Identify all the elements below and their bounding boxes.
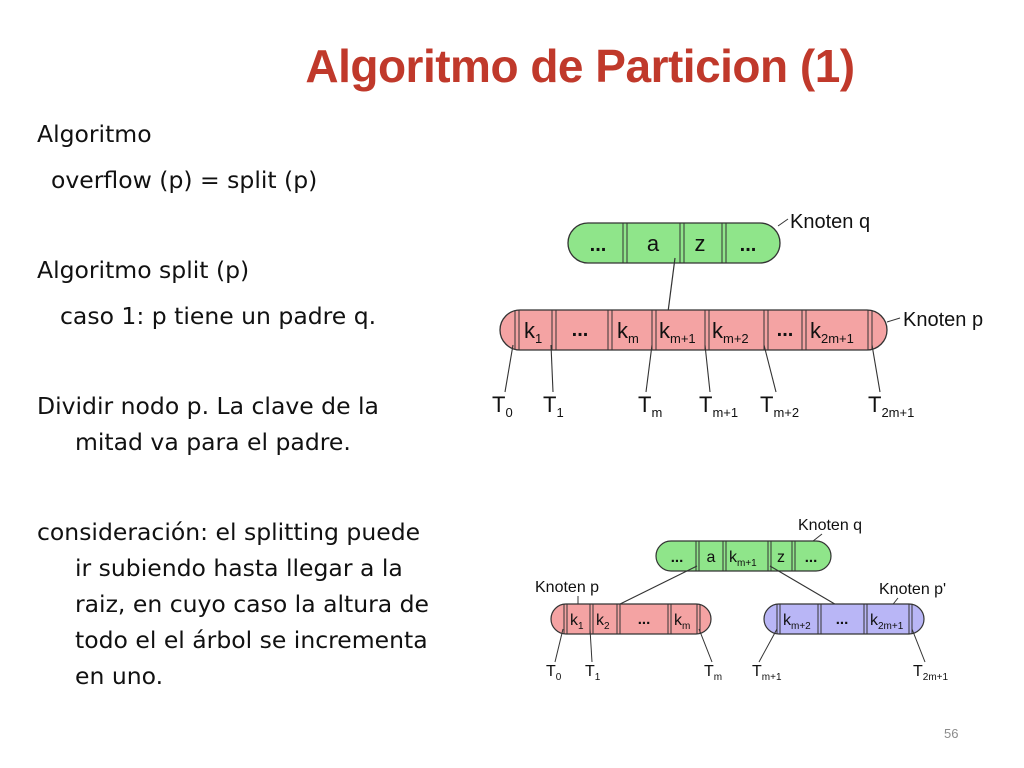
bottom-p-cell-1: k2 xyxy=(596,612,610,632)
bottom-knoten-p2-label: Knoten p' xyxy=(879,581,946,598)
bottom-q-cell-2: km+1 xyxy=(729,549,757,569)
bottom-p2-cell-2: k2m+1 xyxy=(870,612,904,632)
bottom-p2-cell-0: km+2 xyxy=(783,612,811,632)
top-q-cell-0: ... xyxy=(590,234,607,256)
top-node-p xyxy=(499,309,888,351)
slide-title: Algoritmo de Particion (1) xyxy=(305,40,855,92)
top-knoten-p-label: Knoten p xyxy=(903,309,983,331)
bottom-q-cell-4: ... xyxy=(805,549,818,566)
bottom-pointer-tm1: Tm+1 xyxy=(752,663,782,683)
bottom-p-cell-0: k1 xyxy=(570,612,584,632)
top-q-cell-3: ... xyxy=(740,234,757,256)
bottom-q-cell-3: z xyxy=(777,549,785,566)
top-p-cell-0: k1 xyxy=(524,318,542,346)
bottom-diagram: Knoten q ... a km+1 z ... Knoten p xyxy=(535,517,949,683)
top-pointer-t1: T1 xyxy=(543,392,564,420)
top-pointer-t0: T0 xyxy=(492,392,513,420)
top-p-cell-4: km+2 xyxy=(712,318,749,346)
bottom-pointer-tm: Tm xyxy=(704,663,722,683)
top-p-cell-6: k2m+1 xyxy=(810,318,854,346)
body-para1-line1: Dividir nodo p. La clave de la xyxy=(37,392,379,420)
top-p-cell-1: ... xyxy=(572,319,589,341)
bottom-q-cell-0: ... xyxy=(671,549,684,566)
top-p-cell-5: ... xyxy=(777,319,794,341)
bottom-p2-cell-1: ... xyxy=(836,611,849,628)
body-line-algoritmo-split: Algoritmo split (p) xyxy=(37,256,250,284)
top-pointer-t2m1: T2m+1 xyxy=(868,392,914,420)
body-line-caso1: caso 1: p tiene un padre q. xyxy=(60,302,377,330)
bottom-p-cell-3: km xyxy=(674,612,690,632)
body-para1-line2: mitad va para el padre. xyxy=(75,428,351,456)
bottom-p-cell-2: ... xyxy=(638,611,651,628)
bottom-pointer-t0: T0 xyxy=(546,663,562,683)
top-q-cell-1: a xyxy=(647,231,660,256)
top-pointer-tm: Tm xyxy=(638,392,662,420)
body-line-overflow: overflow (p) = split (p) xyxy=(51,166,318,194)
top-pointer-tm2: Tm+2 xyxy=(760,392,799,420)
body-para2-line5: en uno. xyxy=(75,662,164,690)
body-para2-line2: ir subiendo hasta llegar a la xyxy=(75,554,403,582)
body-para2-line1: consideración: el splitting puede xyxy=(37,518,421,546)
slide-number: 56 xyxy=(944,726,959,741)
body-line-algoritmo: Algoritmo xyxy=(37,120,152,148)
bottom-pointer-t2m1: T2m+1 xyxy=(913,663,949,683)
body-para2-line4: todo el el árbol se incrementa xyxy=(75,626,428,654)
top-q-cell-2: z xyxy=(695,231,706,256)
bottom-node-p-prime xyxy=(763,603,925,635)
bottom-pointer-t1: T1 xyxy=(585,663,601,683)
bottom-q-cell-1: a xyxy=(707,549,716,566)
bottom-knoten-q-label: Knoten q xyxy=(798,517,862,534)
top-p-cell-2: km xyxy=(617,318,639,346)
body-para2-line3: raiz, en cuyo caso la altura de xyxy=(75,590,430,618)
bottom-node-q xyxy=(655,540,832,572)
top-p-cell-3: km+1 xyxy=(659,318,696,346)
top-diagram: ... a z ... Knoten q k1 ... km km+1 km+2… xyxy=(492,211,983,420)
top-knoten-q-label: Knoten q xyxy=(790,211,870,233)
bottom-knoten-p-label: Knoten p xyxy=(535,579,599,596)
top-pointer-tm1: Tm+1 xyxy=(699,392,738,420)
